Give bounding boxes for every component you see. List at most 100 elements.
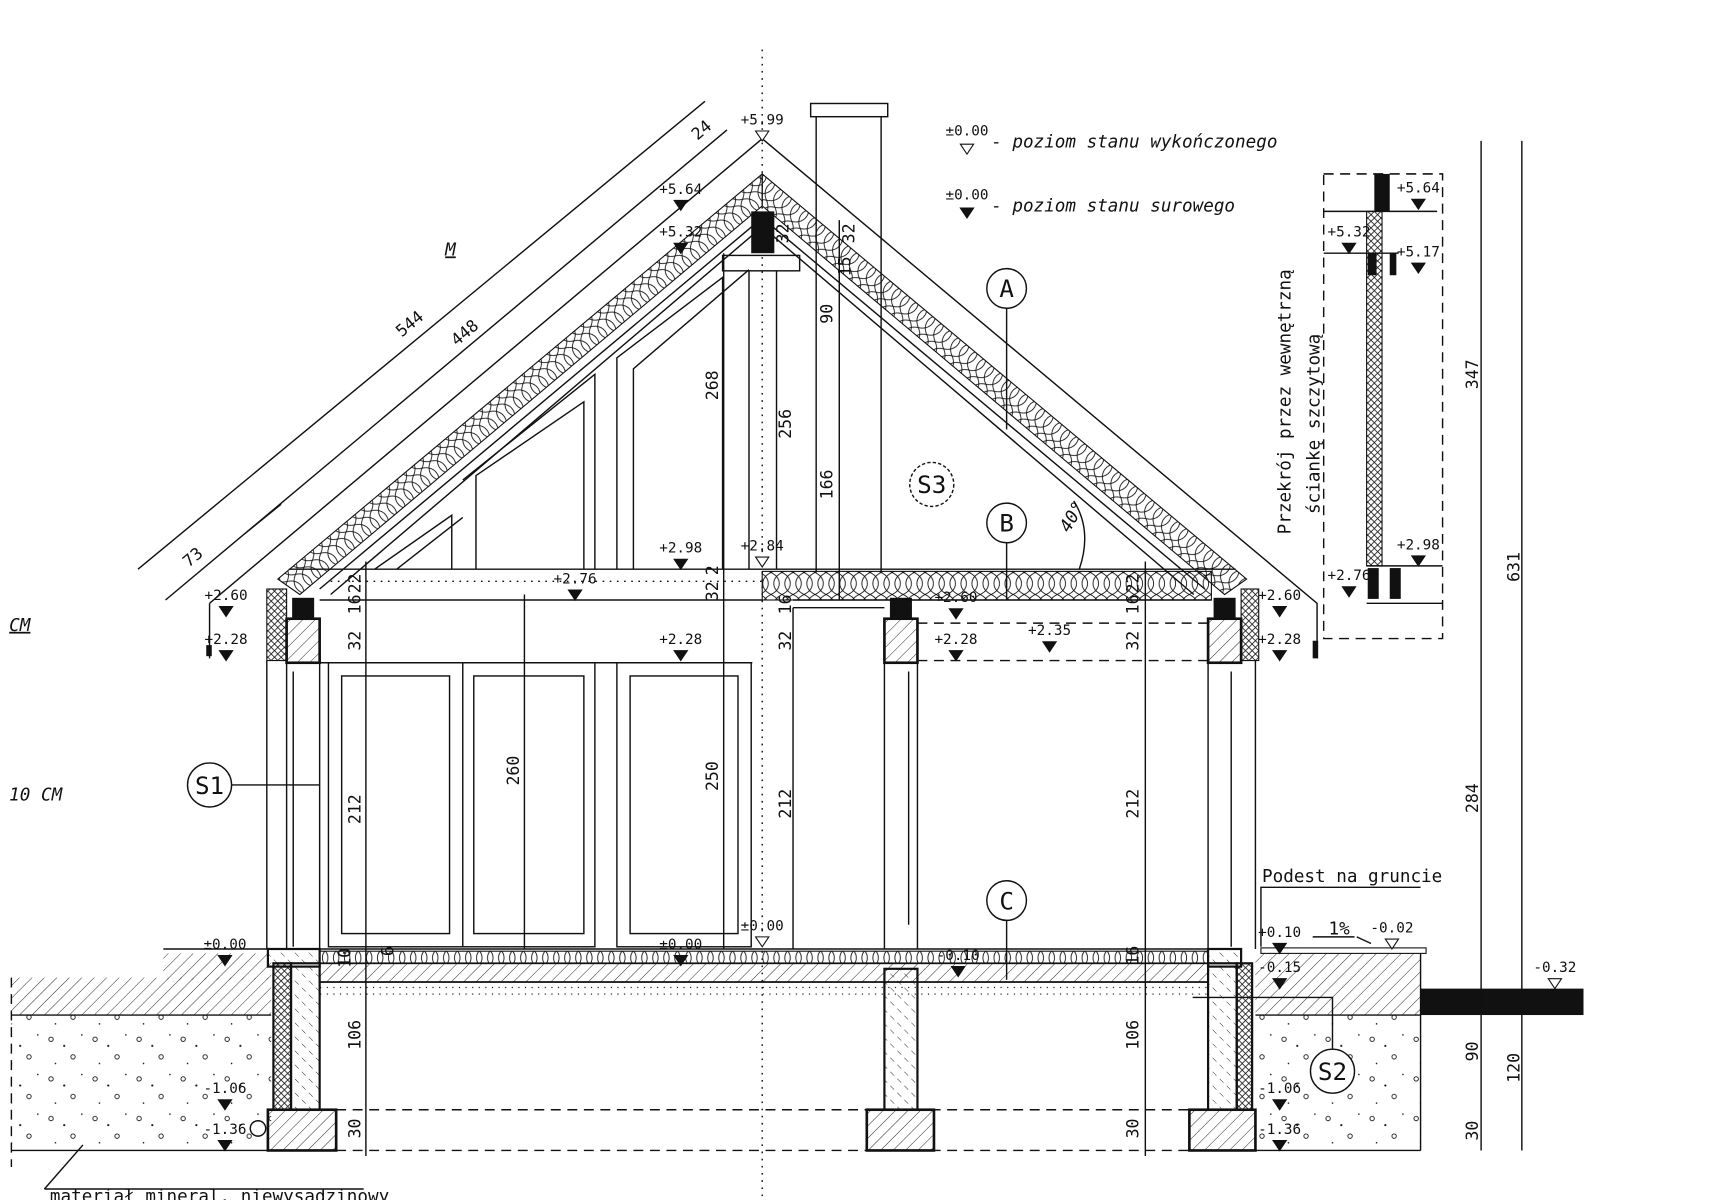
level-label: -1.06 [1258,1081,1301,1097]
raw-level-marker-icon [959,207,975,219]
legend-symbol: ±0.00 [945,123,988,139]
dimension-label: 10 [335,948,354,968]
section-tag-b: B [999,510,1014,538]
finished-level-marker-icon [959,143,975,156]
note-inset-title-2: ściankę szczytową [1304,334,1324,514]
ground-left [10,948,364,1190]
raw-level-marker-icon [1272,606,1288,618]
raw-level-marker-icon [217,1140,233,1152]
raw-level-marker-icon [1272,1140,1288,1152]
raw-level-marker-icon [673,558,689,571]
dimension-label: 106 [1124,1020,1143,1050]
dimension-label: 22 [345,574,364,594]
dimension-label: 212 [345,794,364,824]
dimension-label: 16 [345,594,364,614]
raw-level-marker-icon [1272,1099,1288,1111]
raw-level-marker-icon [1272,978,1288,990]
inset-level-label: +2.76 [1327,568,1370,584]
dimension-label: 32 [1124,631,1143,651]
raw-level-marker-icon [950,966,966,978]
raw-level-marker-icon [948,650,964,662]
level-label: +2.28 [205,632,248,648]
angle-arc [1073,500,1086,570]
finished-level-marker-icon [1384,938,1400,950]
chimney-cap [809,102,889,118]
raw-level-marker-icon [1410,198,1426,211]
level-label: -1.06 [203,1081,246,1097]
note-podest: Podest na gruncie [1262,867,1442,887]
level-label: -0.02 [1370,920,1413,936]
note-cm-10: 10 CM [9,785,63,805]
dimension-label: 24 [688,116,715,143]
raw-level-marker-icon [673,199,689,212]
inset-level-label: +2.98 [1397,537,1440,553]
dimension-label: 32 [345,631,364,651]
note-inset-title-1: Przekrój przez wewnętrzną [1276,269,1296,534]
dimension-label: 6 [378,946,397,956]
finished-level-marker-icon [1547,978,1563,990]
inset-level-label: +5.32 [1327,225,1370,241]
dimension-label: 32 [776,631,795,651]
note-ground-material: materiał mineral. niewysadzinowy [50,1187,389,1200]
legend-symbol: ±0.00 [945,187,988,203]
raw-level-marker-icon [948,608,964,620]
level-markers [217,130,1563,1152]
raw-level-marker-icon [1041,641,1058,653]
level-label: +2.60 [1258,588,1301,604]
inset-level-label: +5.17 [1397,245,1440,261]
raw-level-marker-icon [1341,242,1357,255]
raw-level-marker-icon [1272,650,1288,662]
dimension-label: 30 [345,1119,364,1139]
dimension-label: 347 [1463,359,1482,389]
raw-level-marker-icon [567,589,583,601]
annotations: +5.99 +5.64 +5.32 +2.98 +2.84 +2.76 +2.60 +2.28… [9,112,1576,1200]
raw-level-marker-icon [217,955,233,967]
dimension-label: 250 [703,761,722,791]
level-label: +2.84 [741,538,784,554]
roof [137,100,1319,659]
raw-level-marker-icon [673,242,689,255]
finished-level-marker-icon [754,936,770,948]
inset-level-label: +5.64 [1397,181,1440,197]
level-label: +2.60 [205,588,248,604]
dimension-label: 32 [774,223,793,243]
level-label: +5.99 [741,112,784,128]
dimension-label: 90 [818,304,837,324]
dimension-label: 256 [776,409,795,439]
dimension-label: 120 [1505,1053,1524,1083]
level-label: ±0.00 [203,937,246,953]
dimension-label: 166 [818,469,837,499]
level-label: -0.10 [937,948,980,964]
legend-text: - poziom stanu wykończonego [991,133,1277,153]
dimension-label: 22 [1124,574,1143,594]
level-label: -0.32 [1533,960,1576,976]
dimension-label: 284 [1463,783,1482,813]
finished-level-marker-icon [754,556,770,568]
section-tag-s2: S2 [1318,1058,1347,1086]
tag-circle-icon [1309,1048,1356,1094]
legend-text: - poziom stanu surowego [991,196,1235,216]
dimension-label: 2 [703,565,722,575]
level-label: ±0.00 [741,918,784,934]
raw-level-marker-icon [217,1099,233,1111]
dimension-label: 16 [776,594,795,614]
dimension-label: 448 [447,316,482,350]
dimension-label: 260 [504,756,523,786]
raw-level-marker-icon [218,650,234,662]
raw-level-marker-icon [218,606,234,618]
dimension-label: 631 [1505,552,1524,582]
level-label: +2.35 [1028,623,1071,639]
dimension-lines [365,140,1523,1156]
level-label: +2.28 [1258,632,1301,648]
dimension-label: 30 [1463,1121,1482,1141]
section-tag-s3: S3 [917,471,946,499]
attic-ceiling [288,568,1236,601]
level-label: -1.36 [1258,1122,1301,1138]
pavement-slab [1420,988,1584,1016]
dimension-label: 15 [835,256,854,276]
dimension-label: 212 [776,789,795,819]
tag-circle-icon [909,461,955,508]
note-slope: 1% [1328,920,1350,940]
section-tag-a: A [999,275,1014,303]
raw-level-marker-icon [1410,262,1426,275]
